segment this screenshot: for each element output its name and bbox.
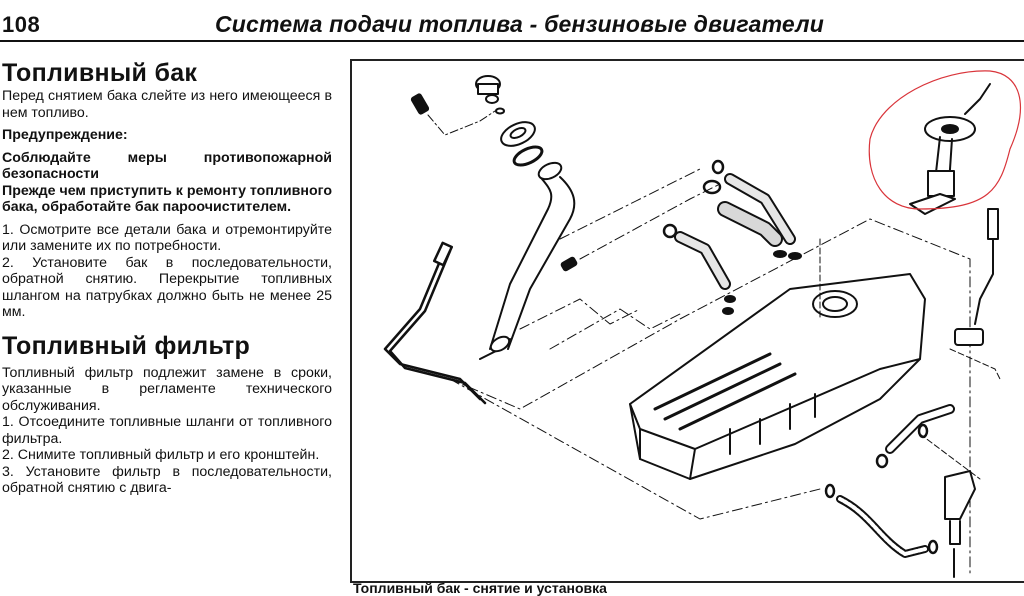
fuel-tank-exploded-diagram (383, 70, 1021, 578)
return-hose-icon (875, 404, 955, 469)
highlight-circle (868, 70, 1021, 210)
warning-line: Соблюдайте меры противопожарной безопасн… (2, 149, 332, 183)
fuel-tank-step: 2. Установите бак в последовательности, … (2, 254, 332, 321)
filler-pipe-icon (479, 161, 576, 360)
fuel-tank-intro: Перед снятием бака слейте из него имеюще… (2, 88, 332, 121)
page-header: 108 Система подачи топлива - бензиновые … (0, 0, 1024, 42)
figure-caption: Топливный бак - снятие и установка (353, 580, 607, 596)
fuel-lines-icon (383, 241, 487, 405)
page-number: 108 (2, 12, 41, 37)
bolt-icon (410, 93, 430, 115)
gasket-icon (512, 145, 544, 167)
fuel-level-sender-icon (949, 208, 1001, 380)
bolt-icon (560, 256, 578, 272)
section-title-fuel-tank: Топливный бак (2, 59, 198, 87)
header-divider (0, 40, 1024, 42)
fuel-filter-step: 3. Установите фильтр в последовательност… (2, 463, 332, 497)
fuel-tank-step: 1. Осмотрите все детали бака и отремонти… (2, 221, 332, 255)
fuel-pump-assembly-icon (909, 83, 991, 215)
warning-label: Предупреждение: (2, 127, 128, 143)
warning-line: Прежде чем приступить к ремонту топливно… (2, 182, 332, 216)
figure-frame (350, 59, 1024, 583)
fuel-filter-step: 2. Снимите топливный фильтр и его кроншт… (2, 447, 320, 463)
fuel-filter-intro: Топливный фильтр подлежит замене в сроки… (2, 364, 332, 414)
fuel-filter-icon (824, 433, 981, 578)
breather-hoses-icon (662, 159, 802, 315)
section-title-fuel-filter: Топливный фильтр (2, 331, 251, 360)
chapter-title: Система подачи топлива - бензиновые двиг… (215, 11, 824, 37)
filler-flange-icon (500, 121, 536, 147)
fuel-filter-step: 1. Отсоедините топливные шланги от топли… (2, 414, 332, 447)
fuel-tank-icon (629, 238, 926, 480)
text-column: Топливный бак Перед снятием бака слейте … (2, 58, 332, 497)
filler-cap-icon (475, 75, 505, 115)
